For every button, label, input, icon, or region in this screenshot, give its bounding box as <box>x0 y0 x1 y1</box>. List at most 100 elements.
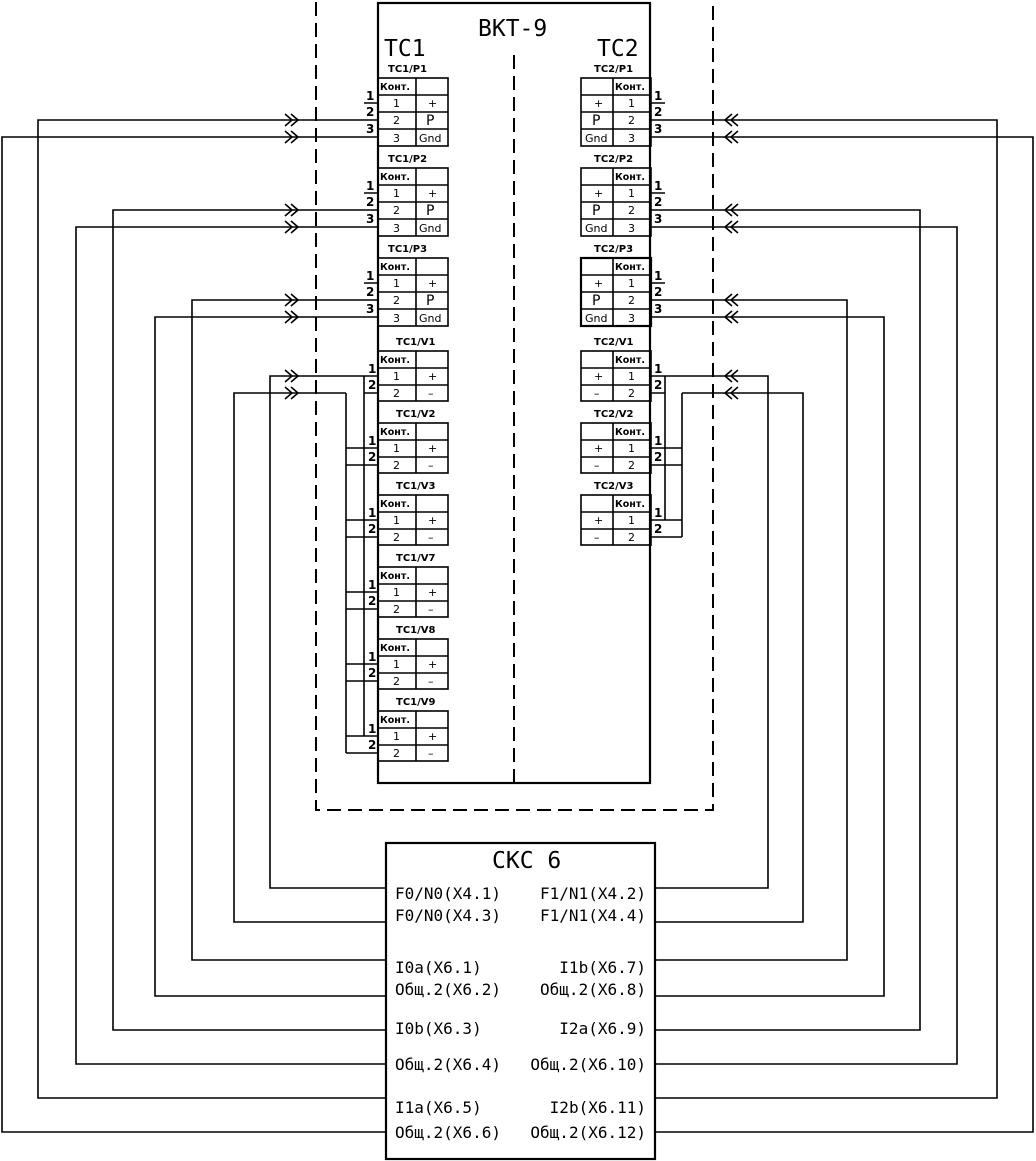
tc1-v1-pin1: 1 <box>368 362 376 376</box>
tc2-v3-row1-plus: + <box>594 514 603 527</box>
tc2-p1-label: ТС2/Р1 <box>594 64 633 75</box>
skc6-port-common2-x6-12: Общ.2(X6.12) <box>530 1123 646 1142</box>
tc2-v1-row2-minus: – <box>594 387 600 400</box>
tc1-p3-pin1: 1 <box>366 269 374 283</box>
tc1-v2-label: ТС1/V2 <box>396 409 436 420</box>
tc2-p3-row1-num: 1 <box>628 277 635 290</box>
tc1-v9-row1-plus: + <box>428 730 437 743</box>
tc1-p2-pin2: 2 <box>366 195 374 209</box>
tc2-p3-pin3: 3 <box>654 302 662 316</box>
tc1-p3-pin2: 2 <box>366 285 374 299</box>
tc1-v8-row2-num: 2 <box>393 675 400 688</box>
tc2-p3-row3-gnd: Gnd <box>585 312 607 325</box>
tc2-p3-terminal: ТС2/Р3 Конт. + 1 P 2 Gnd 3 <box>579 244 653 328</box>
skc6-device: СКС 6 F0/N0(X4.1) F0/N0(X4.3) I0a(X6.1) … <box>384 841 657 1161</box>
tc2-v2-label: ТС2/V2 <box>594 409 634 420</box>
skc6-port-f0-n0-x4-1: F0/N0(X4.1) <box>395 884 501 903</box>
left-wires <box>1 119 386 1133</box>
vkt9-title: ВКТ-9 <box>478 16 547 42</box>
tc2-p2-terminal: ТС2/Р2 Конт. + 1 P 2 Gnd 3 <box>580 154 652 237</box>
tc2-v2-row2-num: 2 <box>628 459 635 472</box>
tc1-v1-label: ТС1/V1 <box>396 337 436 348</box>
tc2-v1-row2-num: 2 <box>628 387 635 400</box>
tc1-p1-row2-p: P <box>426 113 434 129</box>
tc2-v1-label: ТС2/V1 <box>594 337 634 348</box>
skc6-port-f1-n1-x4-4: F1/N1(X4.4) <box>540 906 646 925</box>
tc2-p1-row1-num: 1 <box>628 97 635 110</box>
enclosure-dashed <box>315 2 714 811</box>
tc2-v2-row2-minus: – <box>594 459 600 472</box>
tc1-v2-pin1: 1 <box>368 434 376 448</box>
tc1-p2-terminal: ТС1/Р2 Конт. 1 + 2 P 3 Gnd <box>377 154 449 237</box>
tc2-p1-terminal: ТС2/Р1 Конт. + 1 P 2 Gnd 3 <box>580 64 652 147</box>
tc1-v7-header: Конт. <box>380 571 410 582</box>
tc2-p2-pin2: 2 <box>654 195 662 209</box>
skc6-port-i1b-x6-7: I1b(X6.7) <box>559 958 646 977</box>
tc2-pin-numbers: 1 2 3 1 2 3 1 2 3 1 2 1 2 1 2 <box>654 89 662 536</box>
tc1-v1-row2-minus: – <box>428 387 434 400</box>
tc1-p1-row3-gnd: Gnd <box>419 132 441 145</box>
connector-chevrons <box>284 113 739 400</box>
tc2-terminal-blocks: ТС2/Р1 Конт. + 1 P 2 Gnd 3 ТС2/Р2 Конт. … <box>579 64 653 546</box>
tc1-v7-row2-num: 2 <box>393 603 400 616</box>
tc1-v2-header: Конт. <box>380 427 410 438</box>
tc2-v3-row2-num: 2 <box>628 531 635 544</box>
tc1-v3-row2-num: 2 <box>393 531 400 544</box>
tc1-v1-row1-num: 1 <box>393 370 400 383</box>
tc1-p1-terminal: ТС1/Р1 Конт. 1 + 2 P 3 Gnd <box>377 64 449 147</box>
tc1-p3-row1-num: 1 <box>393 277 400 290</box>
tc1-v8-row1-num: 1 <box>393 658 400 671</box>
tc1-v7-label: ТС1/V7 <box>396 553 436 564</box>
tc2-v3-pin2: 2 <box>654 522 662 536</box>
tc1-v1-terminal: ТС1/V1 Конт. 1 + 2 – <box>377 337 449 402</box>
tc2-v3-row1-num: 1 <box>628 514 635 527</box>
tc2-v1-pin2: 2 <box>654 378 662 392</box>
tc2-v2-pin1: 1 <box>654 434 662 448</box>
tc1-p3-row1-plus: + <box>428 277 437 290</box>
tc1-v8-header: Конт. <box>380 643 410 654</box>
tc1-v8-pin2: 2 <box>368 666 376 680</box>
tc1-v9-row2-num: 2 <box>393 747 400 760</box>
tc1-v2-row2-minus: – <box>428 459 434 472</box>
skc6-port-i2b-x6-11: I2b(X6.11) <box>550 1098 646 1117</box>
tc1-v9-header: Конт. <box>380 715 410 726</box>
tc2-p1-pin1: 1 <box>654 89 662 103</box>
vkt9-device: ВКТ-9 ТС1 ТС2 <box>376 1 652 785</box>
tc2-p2-row2-num: 2 <box>628 204 635 217</box>
tc2-v1-pin1: 1 <box>654 362 662 376</box>
tc1-pin-numbers: 1 2 3 1 2 3 1 2 3 1 2 1 2 1 2 1 2 1 2 1 … <box>366 89 376 752</box>
tc1-v1-row1-plus: + <box>428 370 437 383</box>
tc1-p2-header: Конт. <box>380 172 410 183</box>
skc6-port-f1-n1-x4-2: F1/N1(X4.2) <box>540 884 646 903</box>
tc2-p3-row3-num: 3 <box>628 312 635 325</box>
skc6-port-i2a-x6-9: I2a(X6.9) <box>559 1019 646 1038</box>
tc1-p2-row2-p: P <box>426 203 434 219</box>
tc1-v8-terminal: ТС1/V8 Конт. 1 + 2 – <box>377 625 449 690</box>
tc2-p3-pin1: 1 <box>654 269 662 283</box>
tc1-v2-terminal: ТС1/V2 Конт. 1 + 2 – <box>377 409 449 474</box>
tc2-p1-row1-plus: + <box>594 97 603 110</box>
tc2-v1-row1-plus: + <box>594 370 603 383</box>
tc2-p3-pin2: 2 <box>654 285 662 299</box>
tc2-v2-terminal: ТС2/V2 Конт. + 1 – 2 <box>580 409 652 474</box>
tc1-p1-label: ТС1/Р1 <box>388 64 427 75</box>
skc6-port-common2-x6-6: Общ.2(X6.6) <box>395 1123 501 1142</box>
tc1-v3-pin2: 2 <box>368 522 376 536</box>
tc1-p1-row1-plus: + <box>428 97 437 110</box>
tc1-v3-row2-minus: – <box>428 531 434 544</box>
skc6-title: СКС 6 <box>492 848 561 874</box>
tc1-v8-row1-plus: + <box>428 658 437 671</box>
tc1-p2-row3-gnd: Gnd <box>419 222 441 235</box>
pin-stubs <box>364 102 665 754</box>
tc2-p1-row2-p: P <box>592 113 600 129</box>
tc1-p1-pin1: 1 <box>366 89 374 103</box>
tc2-p1-row3-gnd: Gnd <box>585 132 607 145</box>
tc1-p3-terminal: ТС1/Р3 Конт. 1 + 2 P 3 Gnd <box>377 244 449 327</box>
tc2-v-bus <box>664 376 683 538</box>
tc2-v2-row1-plus: + <box>594 442 603 455</box>
tc2-v3-row2-minus: – <box>594 531 600 544</box>
tc1-v1-pin2: 2 <box>368 378 376 392</box>
tc2-title: ТС2 <box>597 36 639 62</box>
tc2-v2-header: Конт. <box>615 427 645 438</box>
tc1-v3-terminal: ТС1/V3 Конт. 1 + 2 – <box>377 481 449 546</box>
